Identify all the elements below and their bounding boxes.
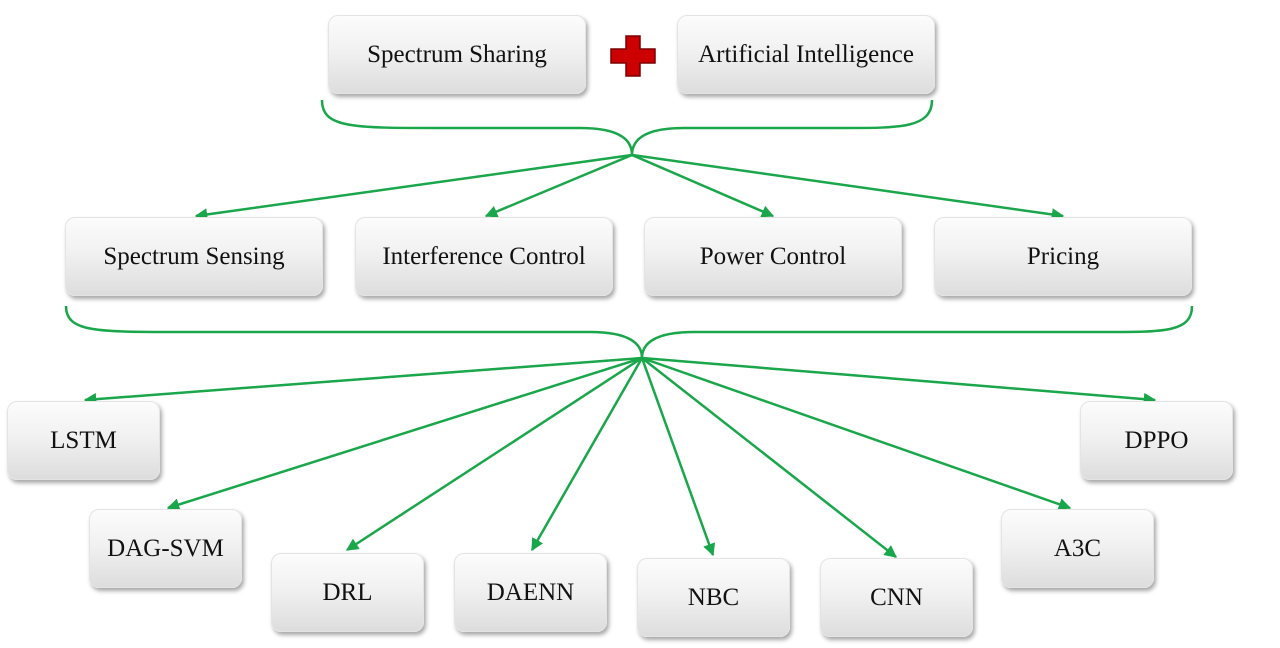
a3c-box: A3C [1001,509,1154,588]
arrow-to-spectrum-sensing [194,153,633,221]
dag-svm-label: DAG-SVM [107,534,224,562]
cnn-label: CNN [870,583,923,611]
arrow-to-cnn [641,357,897,558]
plus-icon [610,35,656,77]
power-control-box: Power Control [644,217,902,296]
spectrum-sharing-label: Spectrum Sharing [367,40,547,68]
middle-brace [64,305,1194,359]
daenn-box: DAENN [454,553,607,632]
arrow-to-daenn [530,357,644,552]
nbc-label: NBC [687,583,740,611]
lstm-box: LSTM [7,401,160,480]
lstm-label: LSTM [50,426,117,454]
top-brace [320,99,934,156]
arrow-to-drl [345,356,643,552]
arrow-to-interference-control [484,153,633,218]
artificial-intelligence-box: Artificial Intelligence [677,15,935,94]
arrow-to-lstm [83,356,643,406]
spectrum-sharing-box: Spectrum Sharing [328,15,586,94]
arrow-to-a3c [641,356,1072,511]
a3c-label: A3C [1053,534,1102,562]
arrow-to-power-control [631,153,775,218]
arrow-to-dppo [641,356,1157,406]
arrow-to-dag-svm [166,356,643,511]
interference-control-label: Interference Control [382,242,586,270]
nbc-box: NBC [637,558,790,637]
dppo-box: DPPO [1080,401,1233,480]
dag-svm-box: DAG-SVM [89,509,242,588]
pricing-label: Pricing [1026,242,1100,270]
arrow-to-pricing [631,153,1065,221]
daenn-label: DAENN [486,578,575,606]
power-control-label: Power Control [699,242,847,270]
spectrum-sensing-label: Spectrum Sensing [103,242,285,270]
dppo-label: DPPO [1124,426,1189,454]
arrow-to-nbc [640,357,716,557]
drl-box: DRL [271,553,424,632]
interference-control-box: Interference Control [355,217,613,296]
artificial-intelligence-label: Artificial Intelligence [698,40,914,68]
pricing-box: Pricing [934,217,1192,296]
spectrum-sensing-box: Spectrum Sensing [65,217,323,296]
drl-label: DRL [322,578,373,606]
cnn-box: CNN [820,558,973,637]
